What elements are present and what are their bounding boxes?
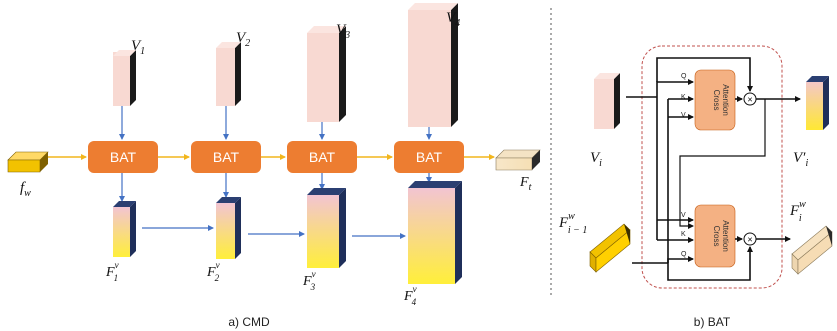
svg-text:BAT: BAT <box>309 149 336 165</box>
svg-text:×: × <box>747 235 752 245</box>
cmd-caption: a) CMD <box>228 315 270 329</box>
svg-text:×: × <box>747 95 752 105</box>
bat-block-4: BAT <box>394 141 464 173</box>
fw-in-block <box>589 223 631 273</box>
svg-text:Attention: Attention <box>721 220 730 252</box>
svg-text:BAT: BAT <box>416 149 443 165</box>
svg-text:BAT: BAT <box>213 149 240 165</box>
v3-block <box>307 26 346 122</box>
f3v-block <box>307 188 346 268</box>
svg-text:Attention: Attention <box>721 84 730 116</box>
port-bottom-v: V <box>681 212 686 219</box>
cmd-panel: fw Ft BAT BAT BAT BAT <box>7 3 541 329</box>
bat-wiring <box>626 57 801 281</box>
port-bottom-q: Q <box>681 251 687 258</box>
bat-block-1: BAT <box>88 141 158 173</box>
cross-attention-bottom: Cross Attention <box>694 204 736 268</box>
svg-text:Cross: Cross <box>712 90 721 111</box>
port-top-v: V <box>681 112 686 119</box>
v3-label: V3 <box>336 22 350 41</box>
f4v-block <box>408 181 462 284</box>
bat-container <box>641 45 783 289</box>
vi-out-block <box>806 76 829 130</box>
f2v-block <box>216 197 241 259</box>
cross-attention-top: Cross Attention <box>694 69 736 131</box>
v2-label: V2 <box>236 30 250 49</box>
port-top-k: K <box>681 94 686 101</box>
svg-text:BAT: BAT <box>110 149 137 165</box>
v2-block <box>216 42 241 106</box>
v1-label: V1 <box>131 38 145 57</box>
v1-block <box>113 50 136 106</box>
bat-block-2: BAT <box>191 141 261 173</box>
f1v-block <box>113 201 136 257</box>
vi-label: Vi <box>590 150 602 169</box>
multiply-node-bottom: × <box>743 232 757 246</box>
fw-input-block <box>7 151 49 173</box>
v4-label: V4 <box>446 10 460 29</box>
vi-block <box>594 73 620 129</box>
port-bottom-k: K <box>681 231 686 238</box>
ft-output-label: Ft <box>519 175 532 193</box>
port-top-q: Q <box>681 73 687 80</box>
svg-text:Cross: Cross <box>712 226 721 247</box>
vi-out-label: V′i <box>793 150 808 169</box>
multiply-node-top: × <box>743 92 757 106</box>
bat-block-3: BAT <box>287 141 357 173</box>
fw-input-label: fw <box>20 180 31 199</box>
bat-caption: b) BAT <box>694 315 731 329</box>
v4-block <box>408 3 458 127</box>
ft-output-block <box>495 149 541 171</box>
fw-out-block <box>791 225 833 275</box>
